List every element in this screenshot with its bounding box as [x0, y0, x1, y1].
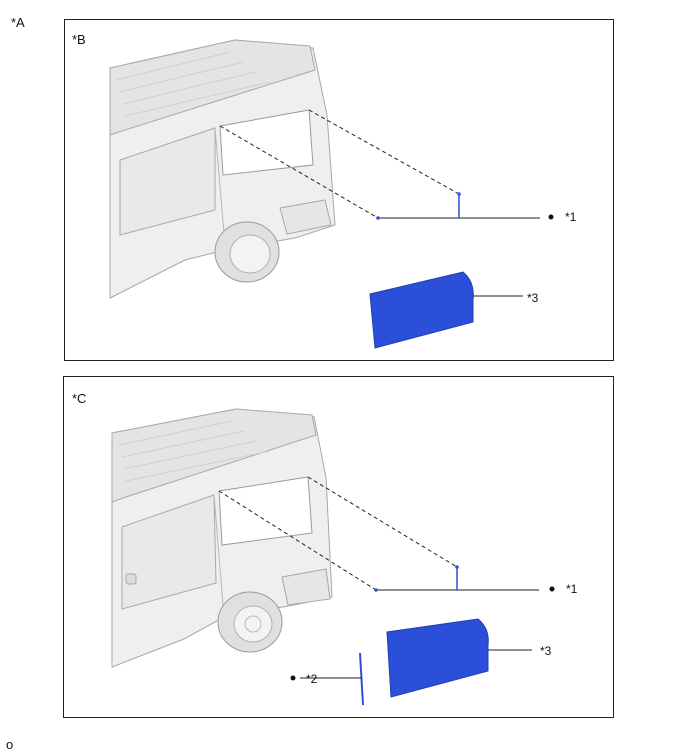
callout-1: *1	[565, 210, 577, 224]
callout-1: *1	[566, 582, 578, 596]
panel-c-label: *C	[72, 391, 87, 406]
callout-3: *3	[540, 644, 552, 658]
panel-b: *B *1 *3	[64, 19, 614, 361]
van-illustration	[109, 39, 336, 299]
callout-3: *3	[527, 291, 539, 305]
footer-mark: o	[6, 737, 14, 752]
blue-film-part	[386, 618, 489, 698]
van-illustration	[111, 408, 333, 668]
callout-dot-2	[290, 675, 296, 681]
blue-film-part	[369, 271, 474, 349]
panel-c: *C *1 *2 *3	[63, 376, 614, 718]
panel-b-illustration	[109, 39, 554, 349]
panel-b-label: *B	[72, 32, 86, 47]
panel-c-illustration	[111, 408, 555, 706]
callout-2: *2	[306, 672, 318, 686]
figure-label: *A	[11, 15, 25, 30]
callout-dot-1	[549, 586, 555, 592]
edge-strip-part	[359, 652, 364, 706]
callout-dot-1	[548, 214, 554, 220]
